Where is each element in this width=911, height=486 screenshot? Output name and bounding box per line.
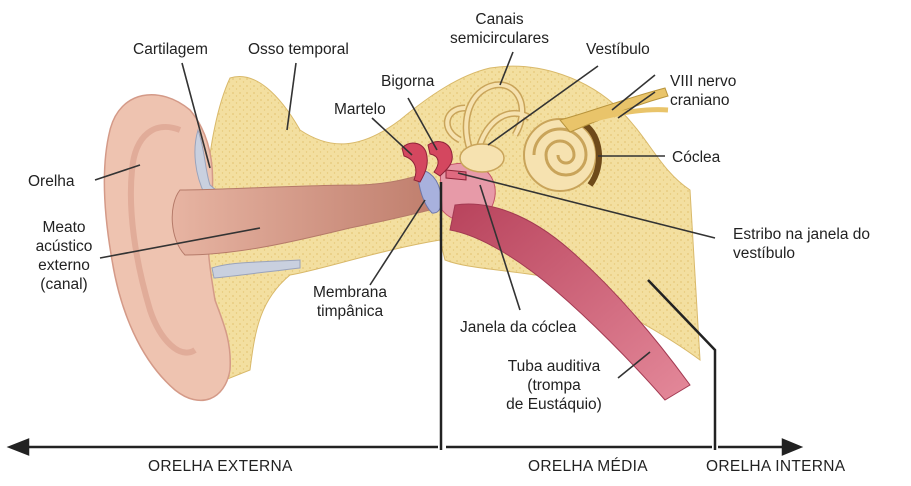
label-coclea: Cóclea <box>672 148 720 167</box>
label-janela-coclea: Janela da cóclea <box>460 318 576 337</box>
label-viii-nervo: VIII nervo craniano <box>670 72 736 110</box>
label-bigorna: Bigorna <box>381 72 434 91</box>
label-orelha: Orelha <box>28 172 75 191</box>
region-label-interna: ORELHA INTERNA <box>706 458 845 476</box>
region-label-externa: ORELHA EXTERNA <box>148 458 293 476</box>
label-martelo: Martelo <box>334 100 386 119</box>
label-canais-semicirculares: Canais semicirculares <box>450 10 549 48</box>
label-estribo: Estribo na janela do vestíbulo <box>733 225 870 263</box>
region-arrow-interna <box>718 440 800 454</box>
label-cartilagem: Cartilagem <box>133 40 208 59</box>
label-meato: Meato acústico externo (canal) <box>30 218 98 294</box>
label-tuba-auditiva: Tuba auditiva (trompa de Eustáquio) <box>493 357 615 414</box>
label-vestibulo: Vestíbulo <box>586 40 650 59</box>
region-arrow-externa <box>10 440 438 454</box>
label-membrana-timpanica: Membrana timpânica <box>300 283 400 321</box>
vestibule <box>460 144 504 172</box>
label-osso-temporal: Osso temporal <box>248 40 349 59</box>
region-label-media: ORELHA MÉDIA <box>528 458 648 476</box>
